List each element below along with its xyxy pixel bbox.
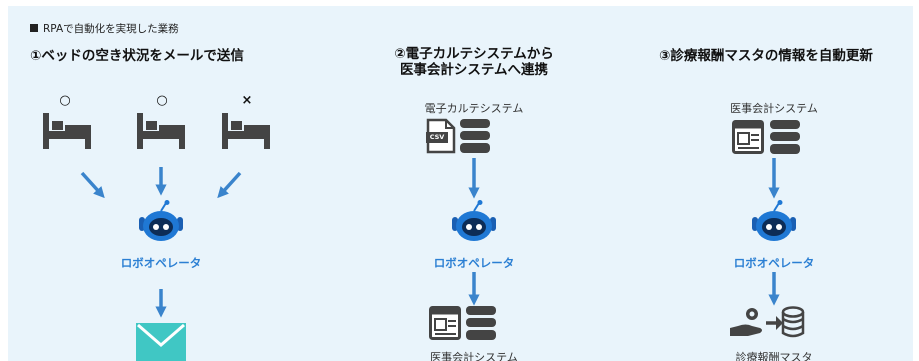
csv-badge-text: CSV xyxy=(429,133,445,141)
section-title: RPAで自動化を実現した業務 xyxy=(30,21,179,36)
robot-icon xyxy=(448,200,500,244)
accounting-system-label: 医事会計システム xyxy=(730,102,818,115)
robot-logo-text: ロボオペレータ xyxy=(733,256,815,270)
csv-file-icon xyxy=(426,118,456,154)
database-icon xyxy=(770,120,800,154)
column-2-heading: ②電子カルテシステムから 医事会計システムへ連携 xyxy=(394,46,554,78)
server-window-icon xyxy=(429,306,461,340)
robot-logo-text: ロボオペレータ xyxy=(120,256,202,270)
database-icon xyxy=(466,306,496,340)
column-3-heading: ③診療報酬マスタの情報を自動更新 xyxy=(659,48,873,64)
mail-icon xyxy=(136,323,186,361)
robot-icon xyxy=(135,200,187,244)
server-window-icon xyxy=(732,120,764,154)
database-import-icon xyxy=(766,306,805,338)
diagram-panel: RPAで自動化を実現した業務 ①ベッドの空き状況をメールで送信 ○ ○ × ロボ… xyxy=(8,6,913,361)
flow-arrows xyxy=(80,158,780,318)
bed-1-status-mark: ○ xyxy=(59,93,71,108)
bed-2-status-mark: ○ xyxy=(156,93,168,108)
fee-master-label: 診療報酬マスタ xyxy=(735,351,813,361)
robot-icon xyxy=(748,200,800,244)
arrow-icon xyxy=(80,171,105,199)
database-icon xyxy=(460,119,490,153)
accounting-system-label: 医事会計システム xyxy=(430,351,518,361)
hand-coin-icon xyxy=(730,308,762,336)
robot-logo-text: ロボオペレータ xyxy=(433,256,515,270)
ehr-system-label: 電子カルテシステム xyxy=(424,102,524,115)
arrow-icon xyxy=(217,171,242,199)
column-1-heading: ①ベッドの空き状況をメールで送信 xyxy=(30,48,244,64)
bed-3-status-mark: × xyxy=(241,93,253,108)
